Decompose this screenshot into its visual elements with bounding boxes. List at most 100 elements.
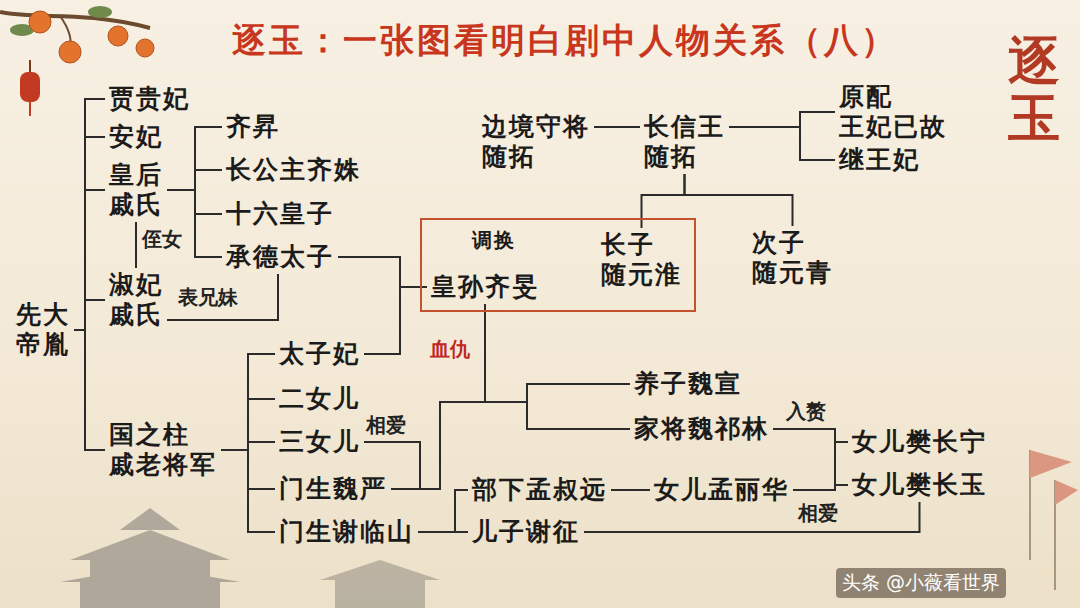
relation-line [221, 399, 275, 450]
person-name: 太子妃 [279, 339, 360, 369]
person-name: 儿子谢征 [472, 517, 580, 547]
person-node: 门生谢临山 [275, 515, 418, 549]
relation-line [74, 300, 105, 330]
person-node: 二女儿 [275, 382, 364, 416]
relation-line [338, 257, 427, 287]
person-name: 皇后 戚氏 [109, 160, 163, 220]
person-node: 长信王 随拓 [640, 110, 729, 174]
pagoda [60, 508, 240, 608]
relation-line [221, 442, 275, 450]
person-node: 边境守将 随拓 [478, 110, 594, 174]
person-node: 门生魏严 [275, 472, 391, 506]
relation-line [74, 99, 105, 330]
person-node: 国之柱 戚老将军 [105, 418, 221, 482]
relation-label: 血仇 [430, 338, 470, 360]
person-name: 养子魏宣 [634, 369, 742, 399]
person-name: 女儿孟丽华 [654, 475, 789, 505]
relation-line [418, 531, 468, 533]
relation-line [584, 502, 920, 532]
person-node: 淑妃 戚氏 [105, 268, 167, 332]
swap-label: 调换 [472, 228, 516, 252]
relation-line [167, 127, 222, 190]
relation-label: 侄女 [142, 228, 182, 250]
person-node: 贾贵妃 [105, 82, 194, 116]
person-name: 家将魏祁林 [634, 414, 769, 444]
person-node: 继王妃 [835, 143, 924, 177]
person-node: 皇后 戚氏 [105, 158, 167, 222]
person-name: 原配 王妃已故 [839, 82, 947, 142]
relation-line [391, 384, 630, 489]
relation-line [793, 442, 848, 490]
relation-line [135, 222, 137, 268]
relation-label: 相爱 [798, 502, 838, 524]
relation-line [167, 170, 222, 190]
person-name: 国之柱 戚老将军 [109, 420, 217, 480]
person-node: 安妃 [105, 120, 167, 154]
relation-label: 相爱 [366, 414, 406, 436]
person-node: 女儿孟丽华 [650, 473, 793, 507]
person-node: 十六皇子 [222, 197, 338, 231]
person-name: 淑妃 戚氏 [109, 270, 163, 330]
person-node: 承德太子 [222, 240, 338, 274]
relation-line [74, 190, 105, 330]
relation-line [611, 489, 650, 491]
person-name: 承德太子 [226, 242, 334, 272]
banners [1030, 450, 1078, 590]
person-node: 先大 帝胤 [12, 298, 74, 362]
person-node: 养子魏宣 [630, 367, 746, 401]
person-node: 部下孟叔远 [468, 473, 611, 507]
relation-line [793, 485, 848, 490]
relation-line [74, 330, 105, 450]
person-name: 继王妃 [839, 145, 920, 175]
person-name: 门生魏严 [279, 474, 387, 504]
person-name: 女儿樊长宁 [852, 427, 987, 457]
person-node: 皇孙齐旻 [427, 270, 543, 304]
relation-line [167, 274, 278, 320]
relation-label: 表兄妹 [178, 286, 238, 308]
drama-logo: 逐玉 [1008, 32, 1060, 146]
person-name: 二女儿 [279, 384, 360, 414]
person-node: 三女儿 [275, 425, 364, 459]
relation-line [418, 490, 468, 532]
person-name: 皇孙齐旻 [431, 272, 539, 302]
person-name: 部下孟叔远 [472, 475, 607, 505]
person-node: 家将魏祁林 [630, 412, 773, 446]
person-name: 次子 随元青 [752, 228, 833, 288]
person-name: 边境守将 随拓 [482, 112, 590, 172]
swap-frame: 调换 长子 随元淮皇孙齐旻 [420, 218, 696, 312]
person-node: 原配 王妃已故 [835, 80, 951, 144]
relation-line [773, 429, 848, 442]
person-node: 女儿樊长宁 [848, 425, 991, 459]
person-node: 次子 随元青 [748, 226, 837, 290]
person-name: 女儿樊长玉 [852, 470, 987, 500]
relation-line [221, 354, 275, 450]
person-name: 门生谢临山 [279, 517, 414, 547]
person-name: 安妃 [109, 122, 163, 152]
person-name: 先大 帝胤 [16, 300, 70, 360]
person-node: 女儿樊长玉 [848, 468, 991, 502]
relation-line [594, 126, 640, 128]
relation-label: 入赘 [786, 400, 826, 422]
person-name: 三女儿 [279, 427, 360, 457]
person-name: 长信王 随拓 [644, 112, 725, 172]
gate-building [320, 560, 440, 608]
relation-line [221, 450, 275, 532]
person-node: 长公主齐姝 [222, 153, 365, 187]
relation-line [685, 174, 793, 226]
diagram-title: 逐玉：一张图看明白剧中人物关系（八） [165, 18, 965, 64]
person-node: 齐昇 [222, 110, 284, 144]
person-node: 儿子谢征 [468, 515, 584, 549]
watermark: 头条 @小薇看世界 [836, 568, 1006, 598]
relation-line [729, 112, 835, 127]
relation-line [729, 127, 835, 160]
person-name: 长公主齐姝 [226, 155, 361, 185]
person-name: 齐昇 [226, 112, 280, 142]
person-name: 十六皇子 [226, 199, 334, 229]
person-node: 太子妃 [275, 337, 364, 371]
person-name: 长子 随元淮 [601, 230, 682, 290]
relation-line [364, 287, 427, 354]
relation-line [74, 137, 105, 330]
relation-line [391, 304, 485, 489]
person-node: 长子 随元淮 [597, 228, 686, 292]
person-name: 贾贵妃 [109, 84, 190, 114]
